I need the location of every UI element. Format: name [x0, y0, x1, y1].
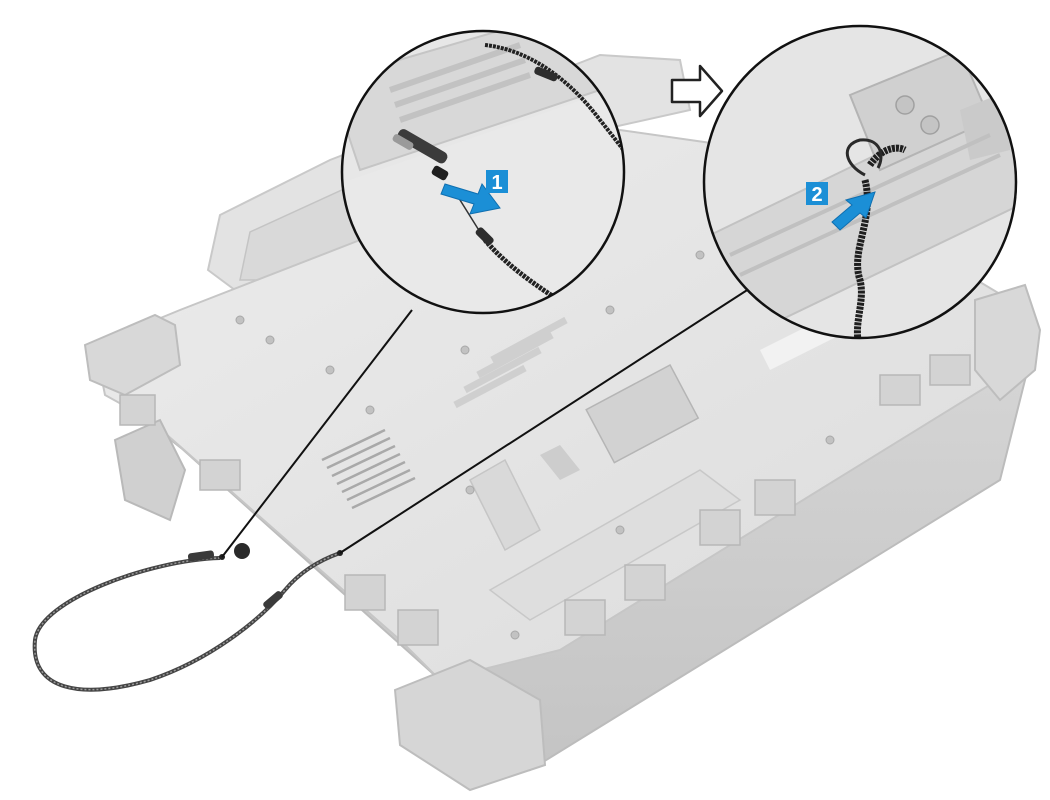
label-plate [488, 469, 742, 621]
coiled-cord-1 [484, 43, 624, 231]
step-2-label: 2 [811, 184, 822, 206]
vent-grille-upper [453, 316, 568, 409]
push-arrow-icon [831, 191, 876, 231]
stylus-cap [234, 543, 250, 559]
side-latches [119, 354, 971, 646]
callout-leader-lines [221, 284, 756, 558]
tether-cord-attached [32, 543, 343, 692]
corner-bumper-right [974, 283, 1042, 402]
tether-loop [846, 138, 883, 177]
vent-grille-lower [321, 428, 416, 510]
step-2-badge [806, 182, 828, 205]
outline-right-arrow-icon [670, 64, 724, 118]
cord-crimp-left [187, 550, 215, 562]
corner-bumper-front [393, 658, 547, 792]
cord-crimp-right [263, 591, 283, 609]
corner-bumper-left [83, 313, 182, 397]
step-1-label: 1 [491, 172, 502, 194]
docking-connector-panel [585, 364, 700, 464]
push-arrow-icon [440, 182, 501, 215]
stylus-tip [392, 129, 449, 181]
step-1-badge [486, 170, 508, 193]
